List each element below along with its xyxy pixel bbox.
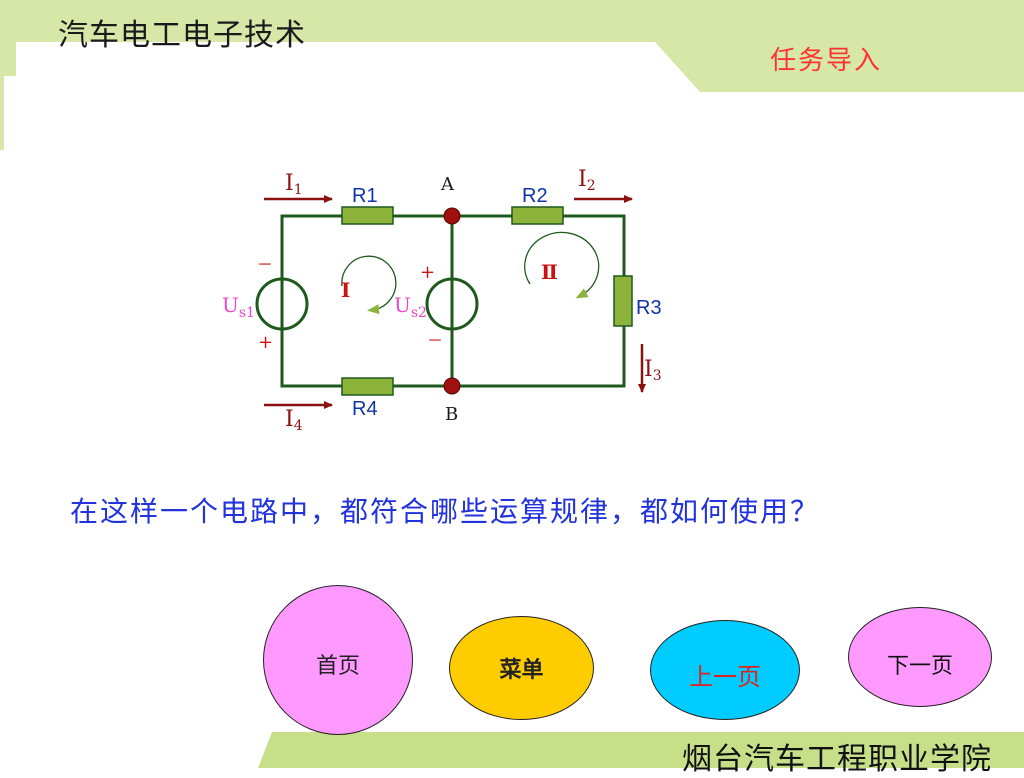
- circuit-wires: [280, 214, 626, 388]
- r2-label: R2: [522, 185, 548, 207]
- i4-label: I4: [285, 407, 303, 434]
- menu-button[interactable]: 菜单: [449, 616, 594, 720]
- resistor-r2: [511, 206, 564, 225]
- node-a-label: A: [440, 174, 455, 195]
- us1-top-sign: －: [257, 255, 273, 274]
- i1-label: I1: [285, 171, 303, 198]
- next-page-button-label: 下一页: [886, 654, 953, 679]
- loop-arrow-i: [341, 255, 397, 315]
- i2-label: I2: [578, 167, 596, 194]
- school-name: 烟台汽车工程职业学院: [682, 742, 992, 777]
- wire-left-bottom: [280, 328, 342, 388]
- node-b-dot: [443, 377, 461, 395]
- node-a-dot: [443, 207, 461, 225]
- us2-bottom-sign: －: [427, 331, 443, 350]
- r4-label: R4: [352, 398, 378, 420]
- menu-button-label: 菜单: [499, 658, 544, 683]
- previous-page-button[interactable]: 上一页: [650, 620, 800, 720]
- wire-right-top: [563, 214, 626, 276]
- resistor-r3: [613, 275, 633, 327]
- loop-i-label: Ⅰ: [341, 278, 350, 302]
- question-text: 在这样一个电路中，都符合哪些运算规律，都如何使用？: [70, 495, 821, 528]
- section-title: 任务导入: [770, 46, 883, 76]
- loop-arrow-ii: [524, 231, 600, 299]
- wire-right-bottom: [452, 326, 626, 388]
- r1-label: R1: [352, 185, 378, 207]
- us1-label: Us1: [222, 293, 255, 321]
- resistor-r1: [341, 206, 394, 225]
- resistor-r4: [341, 377, 394, 396]
- us2-label: Us2: [394, 293, 427, 321]
- course-title: 汽车电工电子技术: [58, 18, 306, 53]
- home-button[interactable]: 首页: [263, 585, 413, 735]
- i3-label: I3: [644, 357, 662, 384]
- loop-ii-label: Ⅱ: [541, 260, 558, 284]
- header-band-edge: [0, 76, 4, 150]
- node-b-label: B: [445, 404, 458, 425]
- next-page-button[interactable]: 下一页: [848, 607, 992, 707]
- footer-band: [258, 732, 1024, 768]
- previous-page-button-label: 上一页: [689, 663, 761, 691]
- r3-label: R3: [636, 297, 662, 319]
- home-button-label: 首页: [315, 654, 360, 679]
- us1-bottom-sign: +: [258, 332, 273, 353]
- us2-top-sign: +: [420, 262, 435, 283]
- header-band: [0, 0, 1024, 92]
- wire-left-top: [280, 214, 342, 280]
